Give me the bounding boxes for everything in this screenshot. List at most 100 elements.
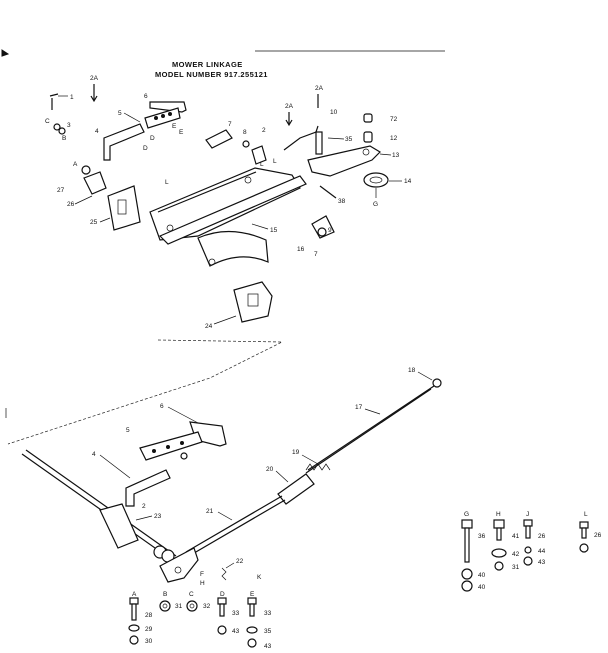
hw-l-item-1: 26 (594, 532, 602, 539)
hardware-c: C 32 (186, 591, 211, 612)
part-25-bracket: 25 (90, 185, 141, 231)
callout-15: 15 (270, 227, 278, 234)
callout-7-low: 7 (314, 251, 318, 258)
diagram-title: MOWER LINKAGE MODEL NUMBER 917.255121 (1, 49, 445, 79)
callout-2a-right: 2A (315, 85, 324, 92)
part-18-knob: 18 (408, 367, 442, 388)
tag-b-upper: B (62, 135, 66, 142)
part-3-clip: C 3 B (45, 118, 71, 142)
part-38: 38 (319, 185, 346, 205)
tag-d-upper-2: D (143, 145, 148, 152)
hardware-j: J 26 44 43 (523, 511, 546, 566)
hw-h-item-1: 41 (512, 533, 520, 540)
callout-5-upper: 5 (118, 110, 122, 117)
part-27-ring: A 27 26 (57, 161, 107, 208)
parts-72-12: 72 12 (363, 113, 398, 143)
hw-c-letter: C (189, 591, 194, 598)
callout-3: 3 (67, 122, 71, 129)
callout-26: 26 (67, 201, 75, 208)
hw-c-item-1: 32 (203, 603, 211, 610)
cross-shaft: 23 (21, 449, 177, 563)
hw-d-item-2: 43 (232, 628, 240, 635)
hw-a-item-1: 28 (145, 612, 153, 619)
part-1-pin: 1 (49, 93, 74, 110)
hw-e-item-2: 35 (264, 628, 272, 635)
callout-10: 10 (330, 109, 338, 116)
tag-f-lower: F (200, 571, 204, 578)
hardware-e: E 33 35 43 (246, 591, 272, 650)
lower-part-4: 4 2 (92, 451, 171, 510)
part-13-arm: 13 (307, 145, 400, 177)
callout-24: 24 (205, 323, 213, 330)
lower-assembly: 18 17 6 5 4 2 (21, 367, 442, 587)
hw-g-item-1: 36 (478, 533, 486, 540)
callout-20: 20 (266, 466, 274, 473)
tag-a-upper: A (73, 161, 78, 168)
hardware-key: A 28 29 30 B 31 C 32 D 33 (128, 511, 602, 650)
callout-12: 12 (390, 135, 398, 142)
callout-5-lower: 5 (126, 427, 130, 434)
hardware-h: H 41 42 31 (491, 511, 520, 571)
hw-d-item-1: 33 (232, 610, 240, 617)
hw-e-item-3: 43 (264, 643, 272, 650)
parts-7-8-2: 7 8 2 (205, 121, 267, 165)
callout-6-lower: 6 (160, 403, 164, 410)
part-6-bar: 6 5 (118, 93, 187, 129)
part-4-bracket: 4 D E (95, 123, 177, 161)
hw-j-letter: J (526, 511, 529, 518)
part-17-rod: 17 (305, 385, 435, 474)
callout-22: 22 (236, 558, 244, 565)
callout-35-upper: 35 (345, 136, 353, 143)
hw-e-letter: E (250, 591, 255, 598)
hw-j-item-1: 26 (538, 533, 546, 540)
callout-7-upper: 7 (228, 121, 232, 128)
corner-arrow-mark (1, 49, 10, 57)
part-22-pin: 22 K (221, 558, 262, 581)
lift-plate: L L (149, 167, 301, 241)
callout-6-upper: 6 (144, 93, 148, 100)
callout-13: 13 (392, 152, 400, 159)
dashed-connector (5, 339, 283, 445)
callout-9: 9 (328, 227, 332, 234)
hardware-b: B 31 (159, 591, 183, 612)
hw-a-item-3: 30 (145, 638, 153, 645)
hw-d-letter: D (220, 591, 225, 598)
tag-g-upper: G (373, 201, 378, 208)
curved-shield (197, 230, 269, 267)
callout-16: 16 (297, 246, 305, 253)
callout-2-lower: 2 (142, 503, 146, 510)
callout-19: 19 (292, 449, 300, 456)
callout-2-upper: 2 (262, 127, 266, 134)
hw-a-item-2: 29 (145, 626, 153, 633)
callout-4-upper: 4 (95, 128, 99, 135)
tag-d-upper: D (150, 135, 155, 142)
hw-b-letter: B (163, 591, 167, 598)
part-21-rod: 21 F H (159, 495, 286, 587)
part-15-shaft: 15 (158, 175, 307, 245)
hardware-a: A 28 29 30 (128, 591, 153, 645)
hw-b-item-1: 31 (175, 603, 183, 610)
hardware-g: G 36 40 40 (461, 511, 486, 592)
part-14-pulley: 14 G (363, 172, 412, 208)
hw-h-item-2: 42 (512, 551, 520, 558)
hw-g-letter: G (464, 511, 469, 518)
tag-l-3: L (260, 161, 264, 168)
hw-l-letter: L (584, 511, 588, 518)
hw-g-item-3: 40 (478, 584, 486, 591)
title-line-2: MODEL NUMBER 917.255121 (155, 70, 268, 79)
callout-23: 23 (154, 513, 162, 520)
hardware-l: L 26 (579, 511, 602, 553)
parts-2a-10-35: 2A 2A 10 35 (283, 85, 353, 155)
callout-18: 18 (408, 367, 416, 374)
callout-1: 1 (70, 94, 74, 101)
parts-9-16: 9 16 7 (297, 215, 335, 258)
hw-a-letter: A (132, 591, 137, 598)
tag-l-1: L (165, 179, 169, 186)
lower-parts-6-5: 6 5 (126, 403, 227, 461)
callout-4-lower: 4 (92, 451, 96, 458)
callout-2a-left: 2A (90, 75, 99, 82)
hw-e-item-1: 33 (264, 610, 272, 617)
hw-j-item-2: 44 (538, 548, 546, 555)
tag-e-upper-2: E (179, 129, 184, 136)
